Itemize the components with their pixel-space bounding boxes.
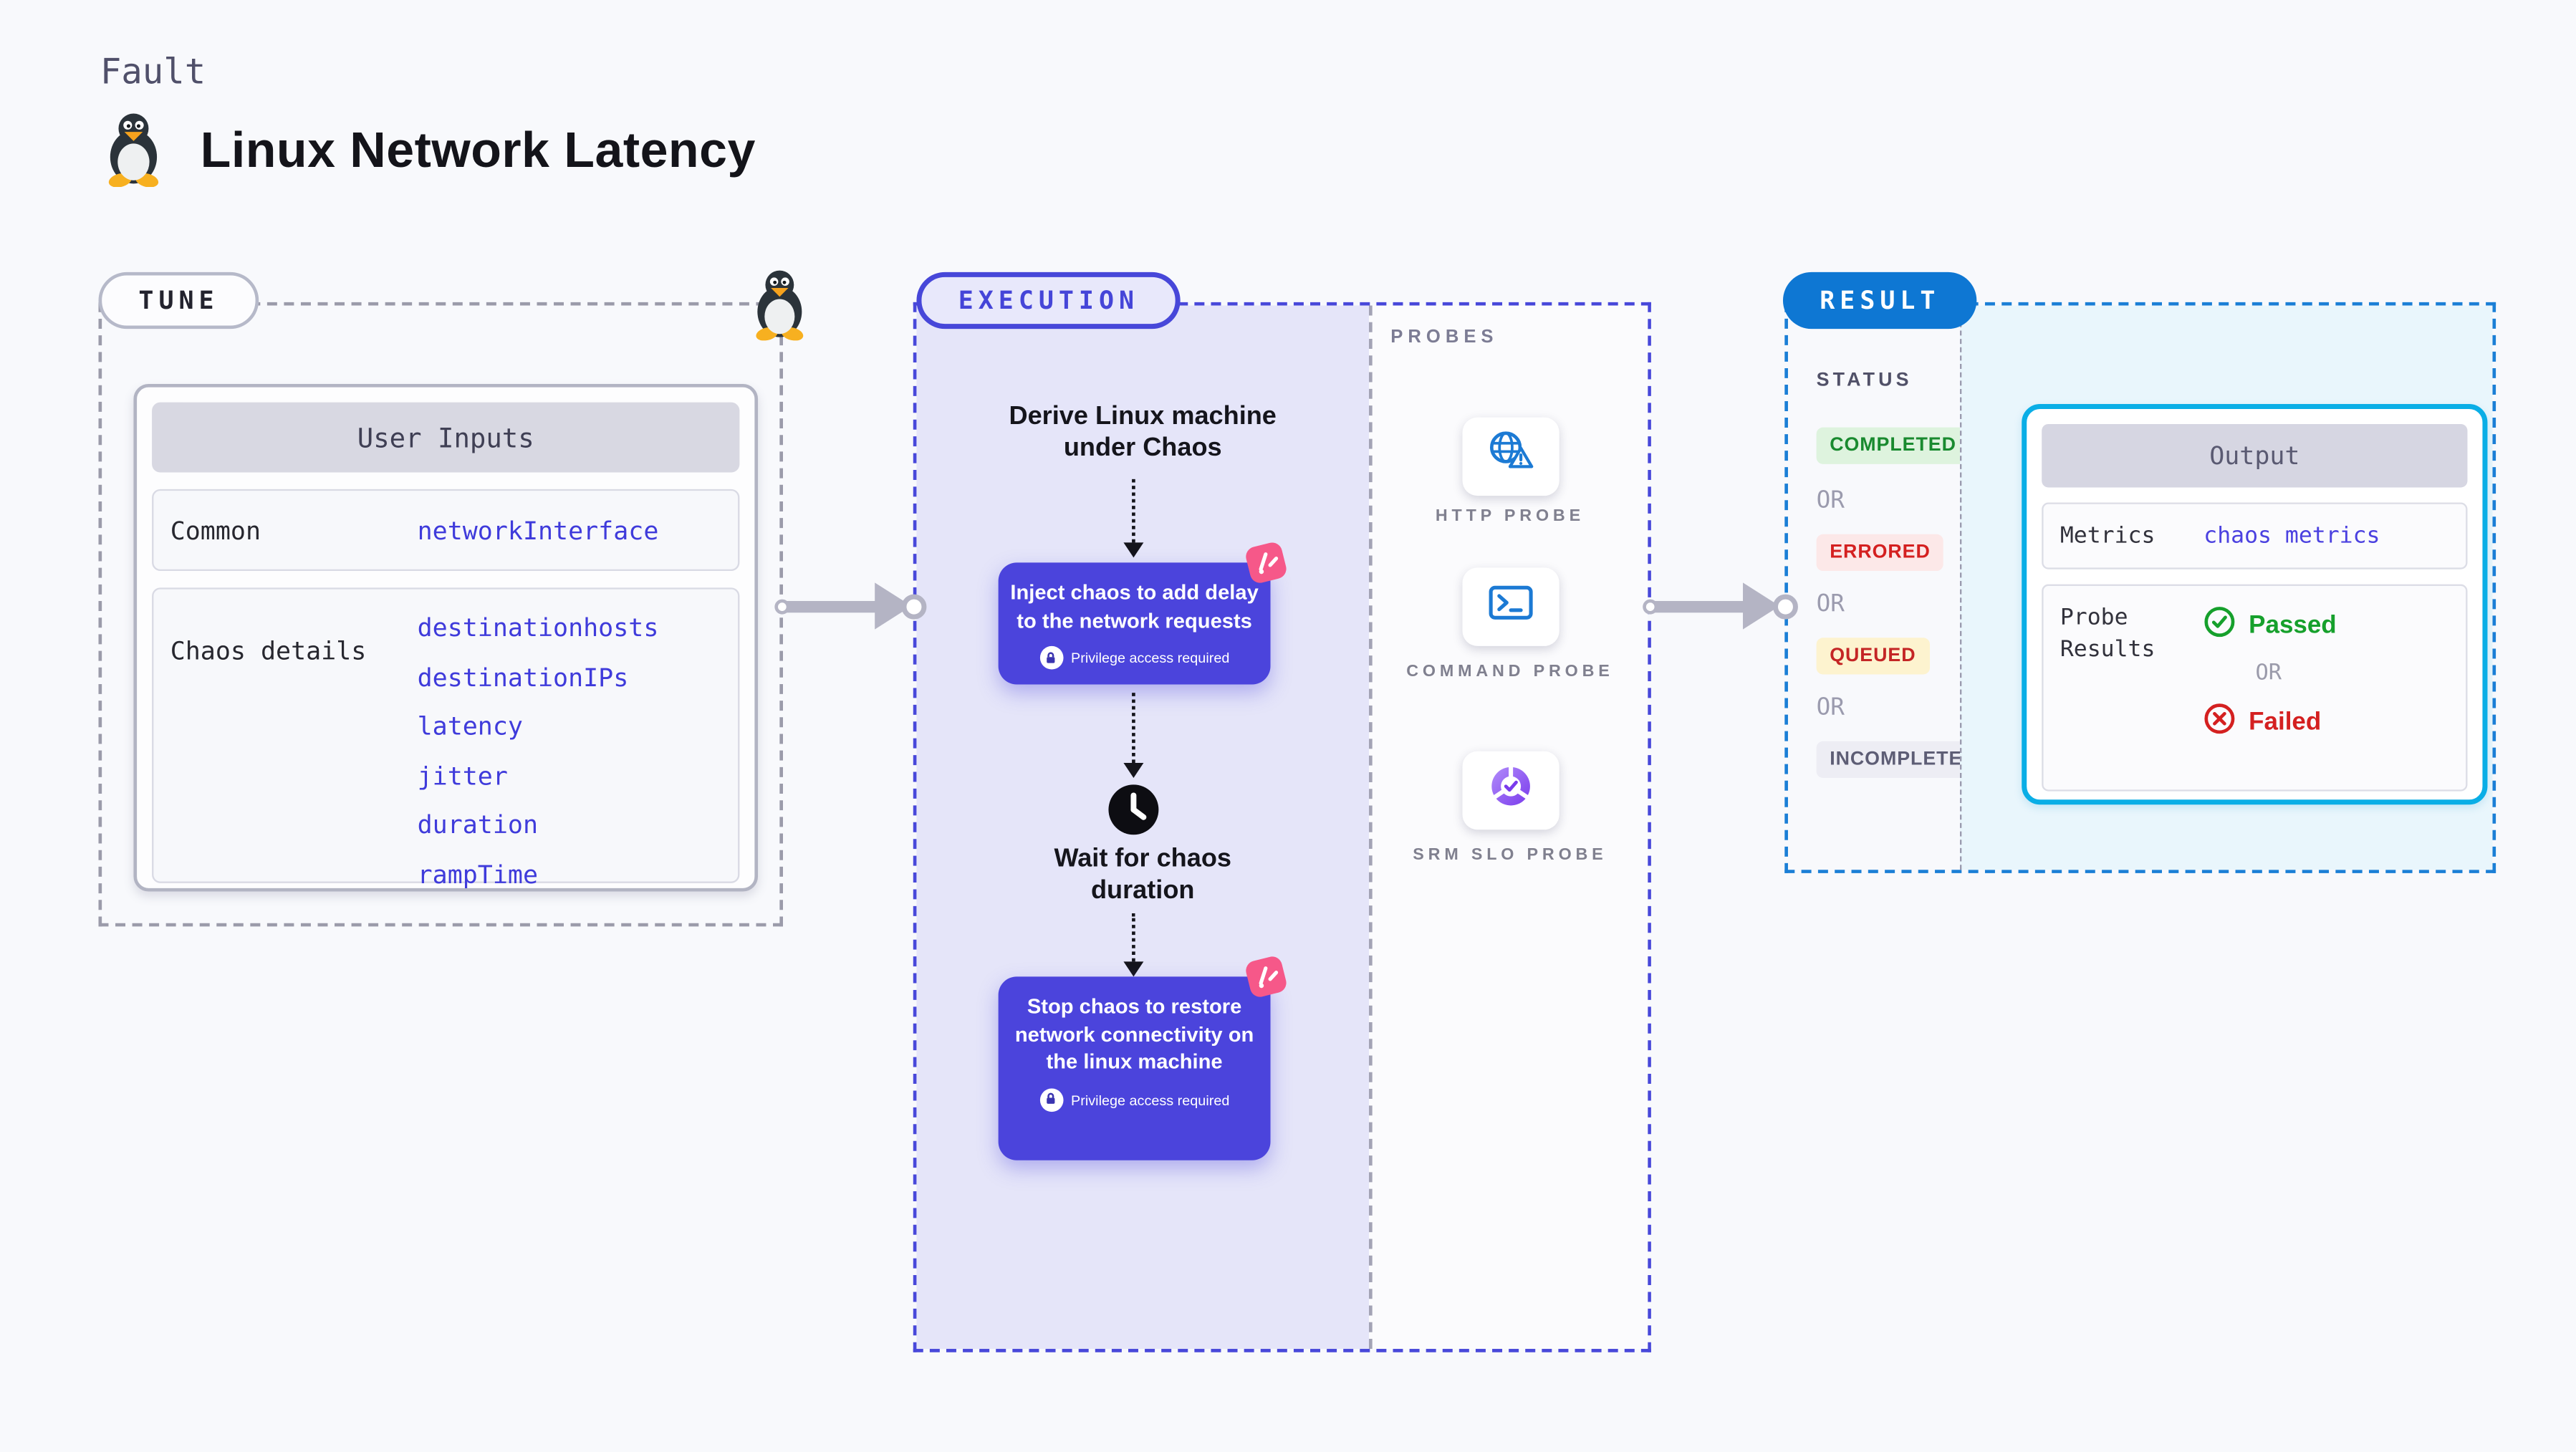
status-heading: STATUS: [1816, 370, 1913, 391]
execution-section: Derive Linux machine under Chaos Inject …: [913, 302, 1651, 1352]
flow-arrowhead: [1123, 542, 1144, 558]
user-input-row-chaos-details: Chaos details destinationhosts destinati…: [152, 587, 740, 889]
input-value: rampTime: [417, 859, 539, 889]
inject-chaos-node: Inject chaos to add delay to the network…: [998, 562, 1271, 685]
privilege-note: Privilege access required: [1010, 1087, 1259, 1111]
input-value: destinationhosts: [417, 612, 659, 643]
user-input-row-common: Common networkInterface: [152, 489, 740, 572]
row-label: Chaos details: [170, 635, 367, 666]
tux-corner-icon: [748, 267, 812, 349]
user-inputs-header: User Inputs: [152, 402, 740, 473]
stop-chaos-node: Stop chaos to restore network connectivi…: [998, 976, 1271, 1160]
tune-pill: TUNE: [98, 271, 259, 330]
output-header: Output: [2042, 423, 2468, 488]
probes-panel: PROBES HTTP PROBE: [1369, 305, 1648, 1350]
privilege-note: Privilege access required: [1010, 645, 1259, 670]
status-badge-queued: QUEUED: [1816, 638, 1930, 675]
srm-slo-probe-card: [1461, 751, 1559, 830]
probe-results-label: Probe Results: [2060, 604, 2156, 663]
metrics-label: Metrics: [2060, 521, 2156, 549]
command-probe-card: [1461, 567, 1559, 646]
derive-step-label: Derive Linux machine under Chaos: [1009, 402, 1277, 463]
row-label: Common: [170, 514, 261, 545]
or-separator: OR: [1816, 590, 1845, 618]
flow-arrowhead: [1123, 763, 1144, 779]
user-inputs-card: User Inputs Common networkInterface Chao…: [133, 384, 759, 892]
flow-arrow: [1132, 913, 1135, 962]
execution-flow: Derive Linux machine under Chaos Inject …: [916, 305, 1370, 1350]
or-separator: OR: [1816, 694, 1845, 721]
clock-icon: [1107, 783, 1160, 845]
or-separator: OR: [1816, 487, 1845, 514]
status-badge-errored: ERRORED: [1816, 534, 1944, 572]
output-card: Output Metrics chaos metrics Probe Resul…: [2022, 403, 2488, 805]
flow-arrow: [1132, 479, 1135, 543]
inject-chaos-text: Inject chaos to add delay to the network…: [1010, 581, 1259, 633]
lock-icon: [1039, 645, 1063, 670]
x-circle-icon: [2203, 703, 2235, 741]
lock-icon: [1039, 1087, 1063, 1111]
status-badge-completed: COMPLETED: [1816, 427, 1970, 464]
input-value: duration: [417, 809, 539, 840]
flow-arrow: [1132, 693, 1135, 764]
http-probe-label: HTTP PROBE: [1435, 507, 1585, 527]
page-title: Linux Network Latency: [200, 123, 756, 179]
input-value: latency: [417, 711, 523, 741]
tune-section: User Inputs Common networkInterface Chao…: [98, 302, 784, 927]
fault-kicker: Fault: [100, 52, 206, 92]
probe-results-row: Probe Results Passed OR: [2042, 584, 2468, 792]
result-section: STATUS COMPLETED OR ERRORED OR QUEUED OR…: [1784, 302, 2496, 873]
flow-arrowhead: [1123, 961, 1144, 977]
output-panel: Output Metrics chaos metrics Probe Resul…: [1960, 305, 2493, 870]
result-pill: RESULT: [1782, 271, 1977, 330]
input-value: jitter: [417, 760, 508, 791]
or-separator: OR: [2255, 660, 2282, 686]
srm-slo-probe-label: SRM SLO PROBE: [1413, 846, 1607, 865]
input-value: networkInterface: [417, 514, 659, 545]
check-circle-icon: [2203, 606, 2235, 645]
failed-result: Failed: [2203, 703, 2336, 741]
linux-penguin-icon: [100, 110, 167, 196]
slo-donut-icon: [1485, 761, 1535, 820]
metrics-row: Metrics chaos metrics: [2042, 502, 2468, 569]
passed-result: Passed: [2203, 606, 2337, 645]
wait-step-label: Wait for chaos duration: [1054, 845, 1231, 905]
globe-alert-icon: [1484, 428, 1537, 486]
http-probe-card: [1461, 417, 1559, 496]
stop-chaos-text: Stop chaos to restore network connectivi…: [1014, 994, 1254, 1074]
input-value: destinationIPs: [417, 662, 629, 692]
command-probe-label: COMMAND PROBE: [1406, 663, 1614, 681]
execution-pill: EXECUTION: [916, 271, 1181, 330]
status-panel: STATUS COMPLETED OR ERRORED OR QUEUED OR…: [1788, 305, 1991, 870]
terminal-icon: [1485, 580, 1535, 635]
probes-heading: PROBES: [1390, 327, 1499, 347]
metrics-value: chaos metrics: [2203, 522, 2380, 549]
